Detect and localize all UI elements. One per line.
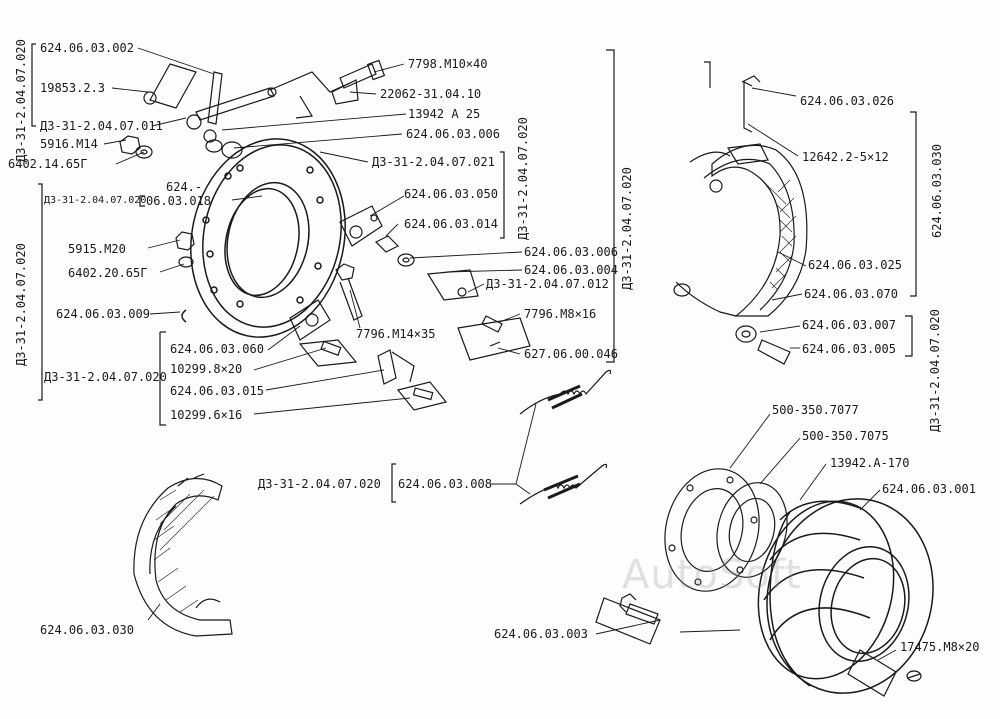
label-part-018-b: 06.03.018 (146, 194, 212, 208)
label-part-021: Д3-31-2.04.07.021 (372, 155, 495, 169)
cam-bracket (339, 205, 383, 247)
return-springs (519, 369, 612, 505)
label-part-060: 624.06.03.060 (170, 342, 264, 356)
bolt-m10 (331, 59, 386, 105)
nuts-washers-left (119, 135, 243, 268)
label-part-005: 624.06.03.005 (802, 342, 896, 356)
label-part-001: 624.06.03.001 (882, 482, 976, 496)
vlabel-left-top: Д3-31-2.04.07.020 (14, 39, 28, 162)
brake-shoe-upper (673, 75, 808, 365)
label-screw-m8x20: 17475.M8×20 (900, 640, 980, 654)
label-part-026: 624.06.03.026 (800, 94, 894, 108)
bushings (374, 235, 415, 267)
label-part-7077: 500-350.7077 (772, 403, 859, 417)
label-group-assembly-3: Д3-31-2.04.07.020 (258, 477, 381, 491)
label-ring-a170: 13942.A-170 (830, 456, 910, 470)
label-part-7075: 500-350.7075 (802, 429, 889, 443)
label-lever-assembly: Д3-31-2.04.07.011 (40, 119, 163, 133)
vlabel-center-right: Д3-31-2.04.07.020 (620, 167, 634, 290)
vlabel-center: Д3-31-2.04.07.020 (516, 117, 530, 240)
bracket-015 (377, 349, 448, 411)
label-part-007: 624.06.03.007 (802, 318, 896, 332)
vlabel-right-top: 624.06.03.030 (930, 144, 944, 238)
label-part-014: 624.06.03.014 (404, 217, 498, 231)
label-group-assembly: Д3-31-2.04.07.020 (44, 195, 147, 206)
label-part-009: 624.06.03.009 (56, 307, 150, 321)
label-part-050: 624.06.03.050 (404, 187, 498, 201)
label-part-006-b: 624.06.03.006 (524, 245, 618, 259)
vlabel-right-mid: Д3-31-2.04.07.020 (928, 309, 942, 432)
bracket-060 (289, 299, 358, 367)
label-washer-14: 6402.14.65Г (8, 157, 88, 171)
label-part-006: 624.06.03.006 (406, 127, 500, 141)
label-part-018-a: 624.- (166, 180, 203, 194)
label-group-assembly-2: Д3-31-2.04.07.020 (44, 370, 167, 384)
lower-lining-hatch (153, 489, 215, 613)
lining-hatch (759, 177, 797, 291)
brake-backing-plate (181, 138, 346, 338)
label-brake-lever: 624.06.03.002 (40, 41, 134, 55)
label-pin-5x12: 12642.2-5×12 (802, 150, 889, 164)
label-nut-m14: 5916.M14 (40, 137, 98, 151)
label-part-003: 624.06.03.003 (494, 627, 588, 641)
label-part-030: 624.06.03.030 (40, 623, 134, 637)
label-part-046: 627.06.00.046 (524, 347, 618, 361)
label-nut-m20: 5915.M20 (68, 242, 126, 256)
label-bolt-m8: 7796.M8×16 (524, 307, 597, 321)
screw-m8 (847, 649, 922, 697)
label-spring-008: 624.06.03.008 (398, 477, 492, 491)
label-part-22062: 22062-31.04.10 (380, 87, 482, 101)
label-pin: 19853.2.3 (40, 81, 106, 95)
label-bolt-m14: 7796.M14×35 (356, 327, 436, 341)
label-part-070: 624.06.03.070 (804, 287, 898, 301)
adjuster-assembly (426, 269, 531, 361)
gasket-flange (664, 468, 760, 592)
label-pin-8x20: 10299.8×20 (170, 362, 243, 376)
label-part-015: 624.06.03.015 (170, 384, 264, 398)
label-pin-6x16: 10299.6×16 (170, 408, 243, 422)
vlabel-left-mid: Д3-31-2.04.07.020 (14, 243, 28, 366)
bracket-lines (31, 43, 917, 503)
label-part-025: 624.06.03.025 (808, 258, 902, 272)
brake-drum (757, 498, 934, 694)
drum-bolt (595, 593, 661, 645)
label-part-012: Д3-31-2.04.07.012 (486, 277, 609, 291)
bolt-m14 (335, 263, 363, 321)
label-washer-20: 6402.20.65Г (68, 266, 148, 280)
watermark: AutoSoft (622, 552, 802, 598)
oil-seal (716, 482, 788, 578)
label-ring-a25: 13942 A 25 (408, 107, 481, 121)
label-bolt-m10: 7798.M10×40 (408, 57, 488, 71)
leader-lines (103, 47, 897, 661)
brake-shoe-lower (133, 473, 233, 637)
brake-lever-assembly (143, 63, 353, 143)
label-part-004: 624.06.03.004 (524, 263, 618, 277)
